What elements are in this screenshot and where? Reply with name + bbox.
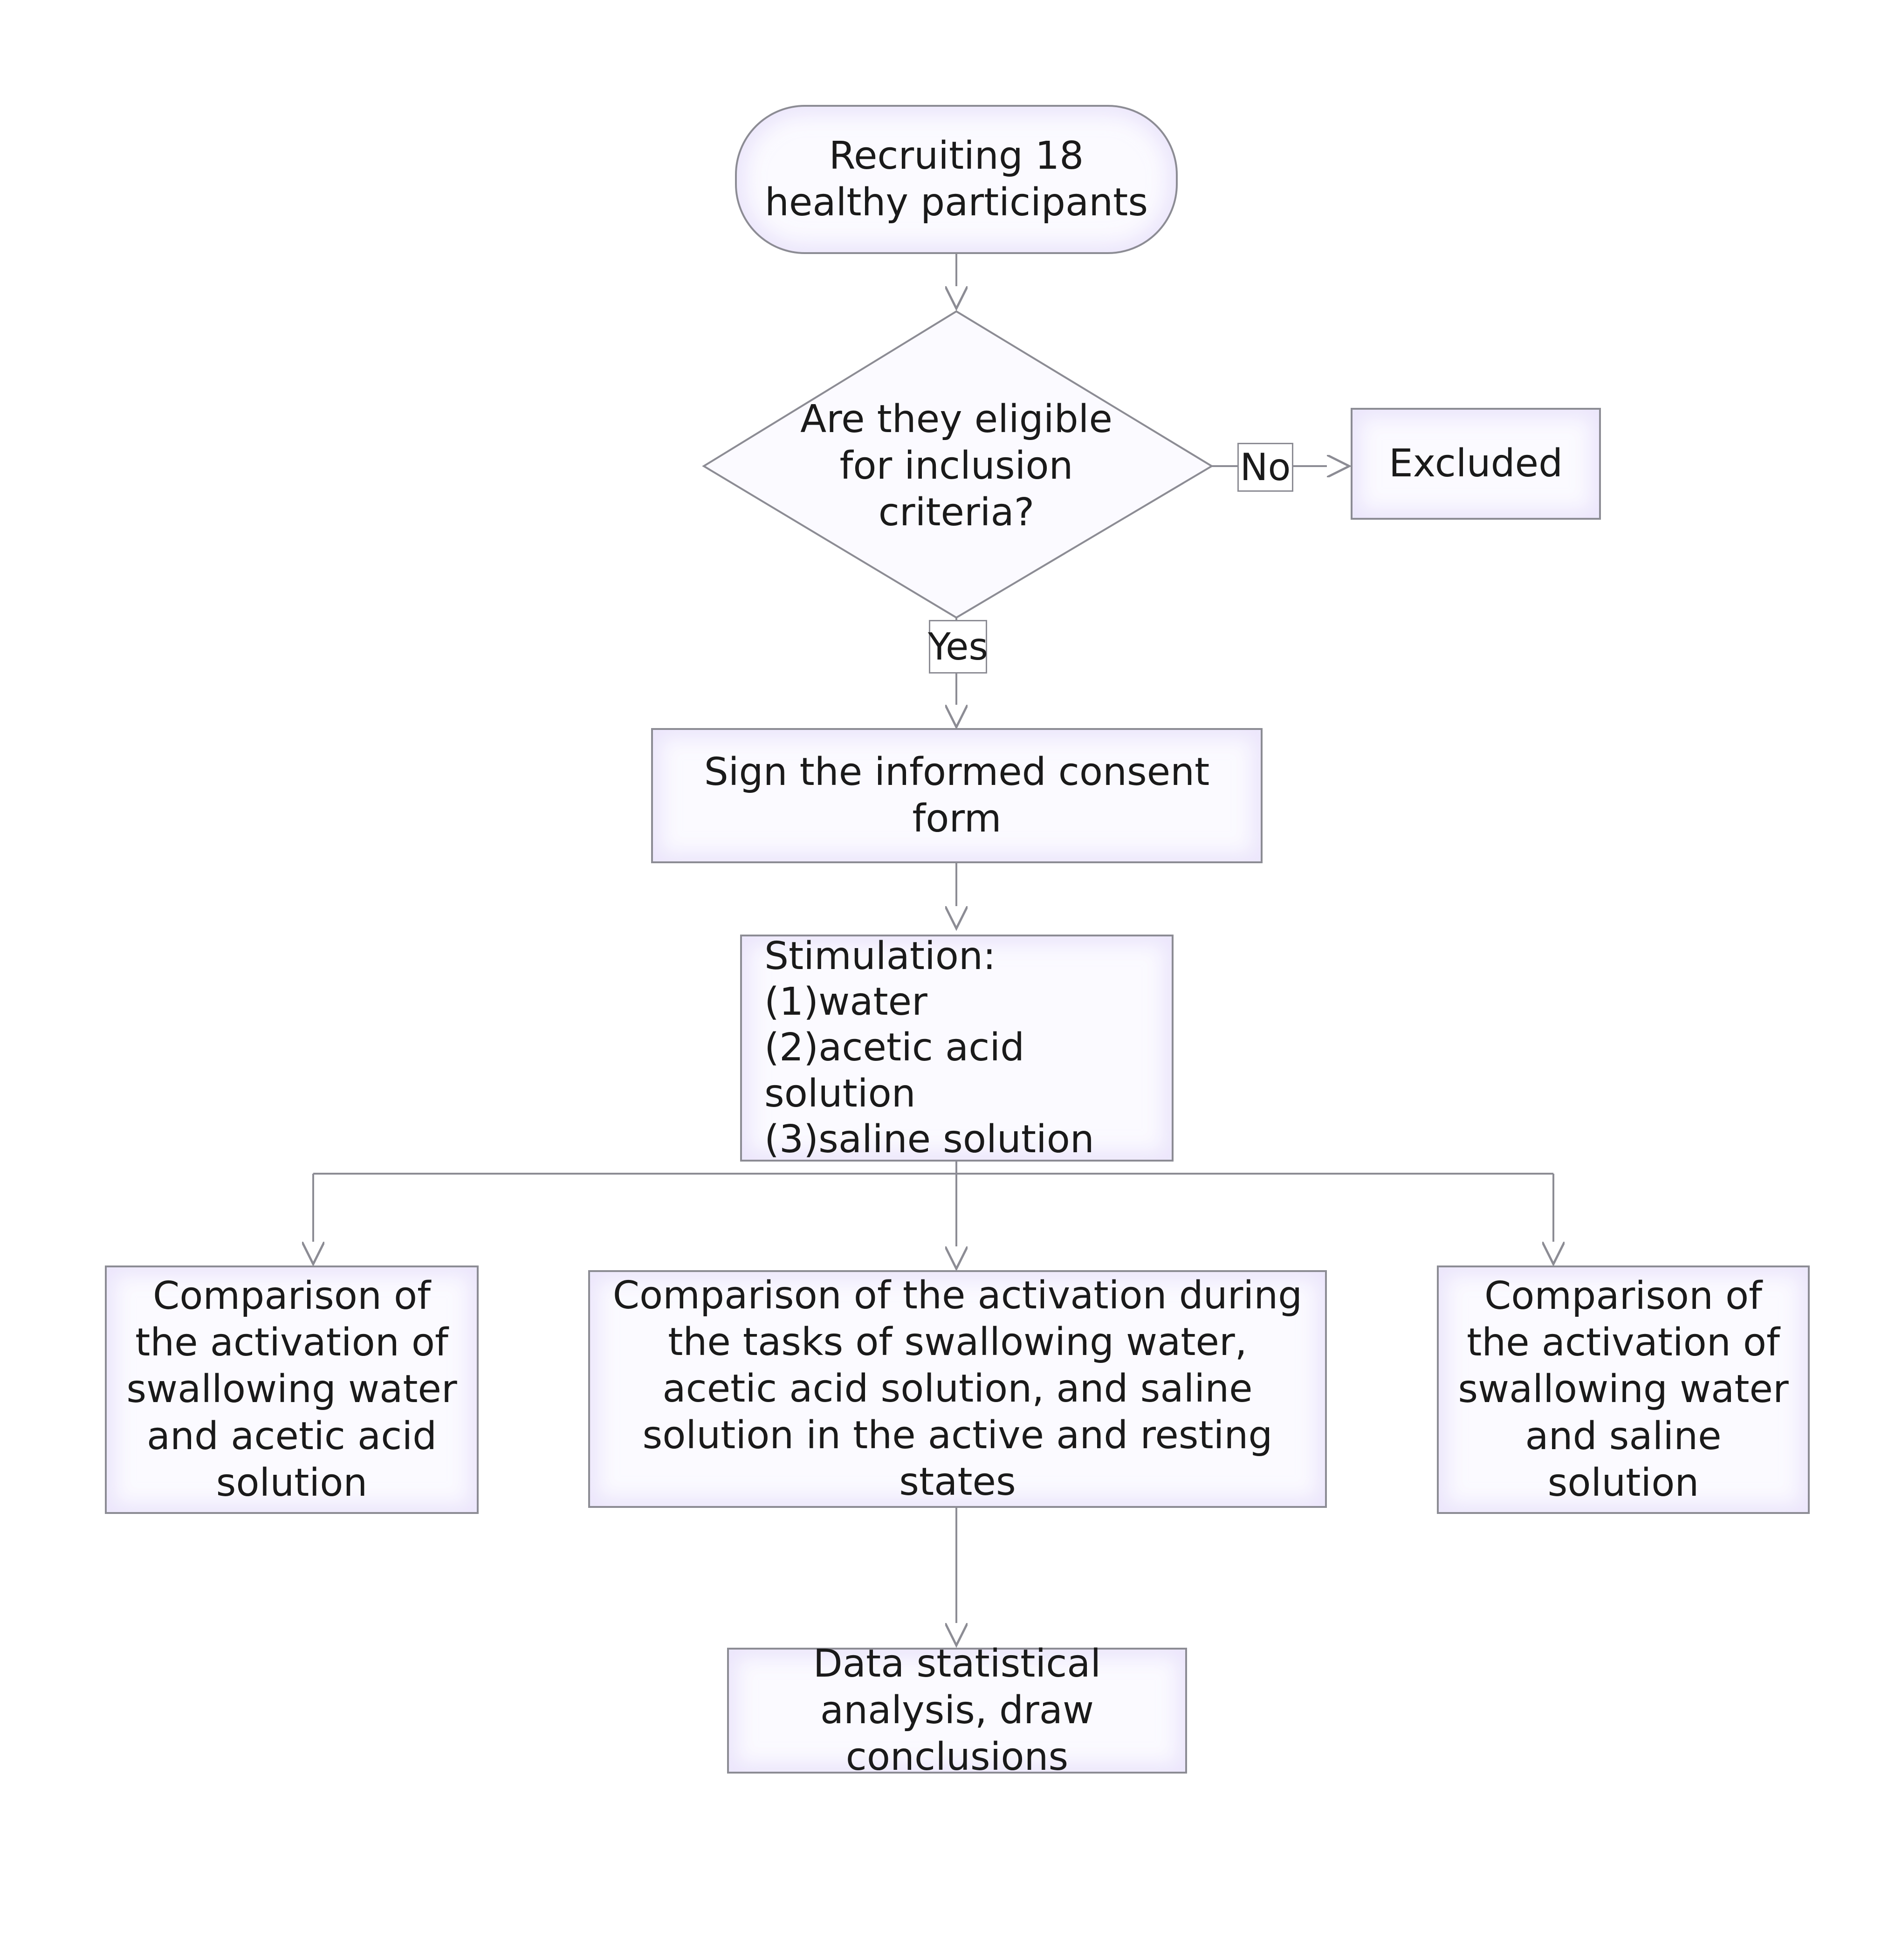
stimulation-item-water: (1)water <box>764 979 927 1024</box>
decision-text: Are they eligible for inclusion criteria… <box>800 397 1112 535</box>
stimulation-node: Stimulation: (1)water (2)acetic acid sol… <box>740 934 1174 1163</box>
compare-right-node: Comparison of the activation of swallowi… <box>1437 1265 1810 1514</box>
compare-right-text: Comparison of the activation of swallowi… <box>1458 1274 1789 1505</box>
analysis-node: Data statistical analysis, draw conclusi… <box>727 1642 1187 1779</box>
stimulation-heading: Stimulation: <box>764 934 996 978</box>
consent-text: Sign the informed consent form <box>704 750 1210 841</box>
stimulation-item-saline: (3)saline solution <box>764 1117 1094 1162</box>
compare-left-node: Comparison of the activation of swallowi… <box>105 1265 479 1514</box>
compare-center-node: Comparison of the activation during the … <box>588 1270 1327 1508</box>
consent-node: Sign the informed consent form <box>651 728 1263 863</box>
recruit-text: Recruiting 18 healthy participants <box>764 133 1148 225</box>
stimulation-item-acetic: (2)acetic acid solution <box>764 1025 1025 1116</box>
yes-label: Yes <box>928 620 988 674</box>
analysis-text: Data statistical analysis, draw conclusi… <box>813 1641 1101 1780</box>
stimulation-lines: Stimulation: (1)water (2)acetic acid sol… <box>764 934 1153 1163</box>
recruit-node: Recruiting 18 healthy participants <box>735 105 1178 254</box>
excluded-node: Excluded <box>1351 408 1601 520</box>
compare-left-text: Comparison of the activation of swallowi… <box>126 1274 457 1505</box>
no-label: No <box>1237 443 1293 492</box>
compare-center-text: Comparison of the activation during the … <box>612 1273 1303 1505</box>
excluded-text: Excluded <box>1388 441 1563 486</box>
